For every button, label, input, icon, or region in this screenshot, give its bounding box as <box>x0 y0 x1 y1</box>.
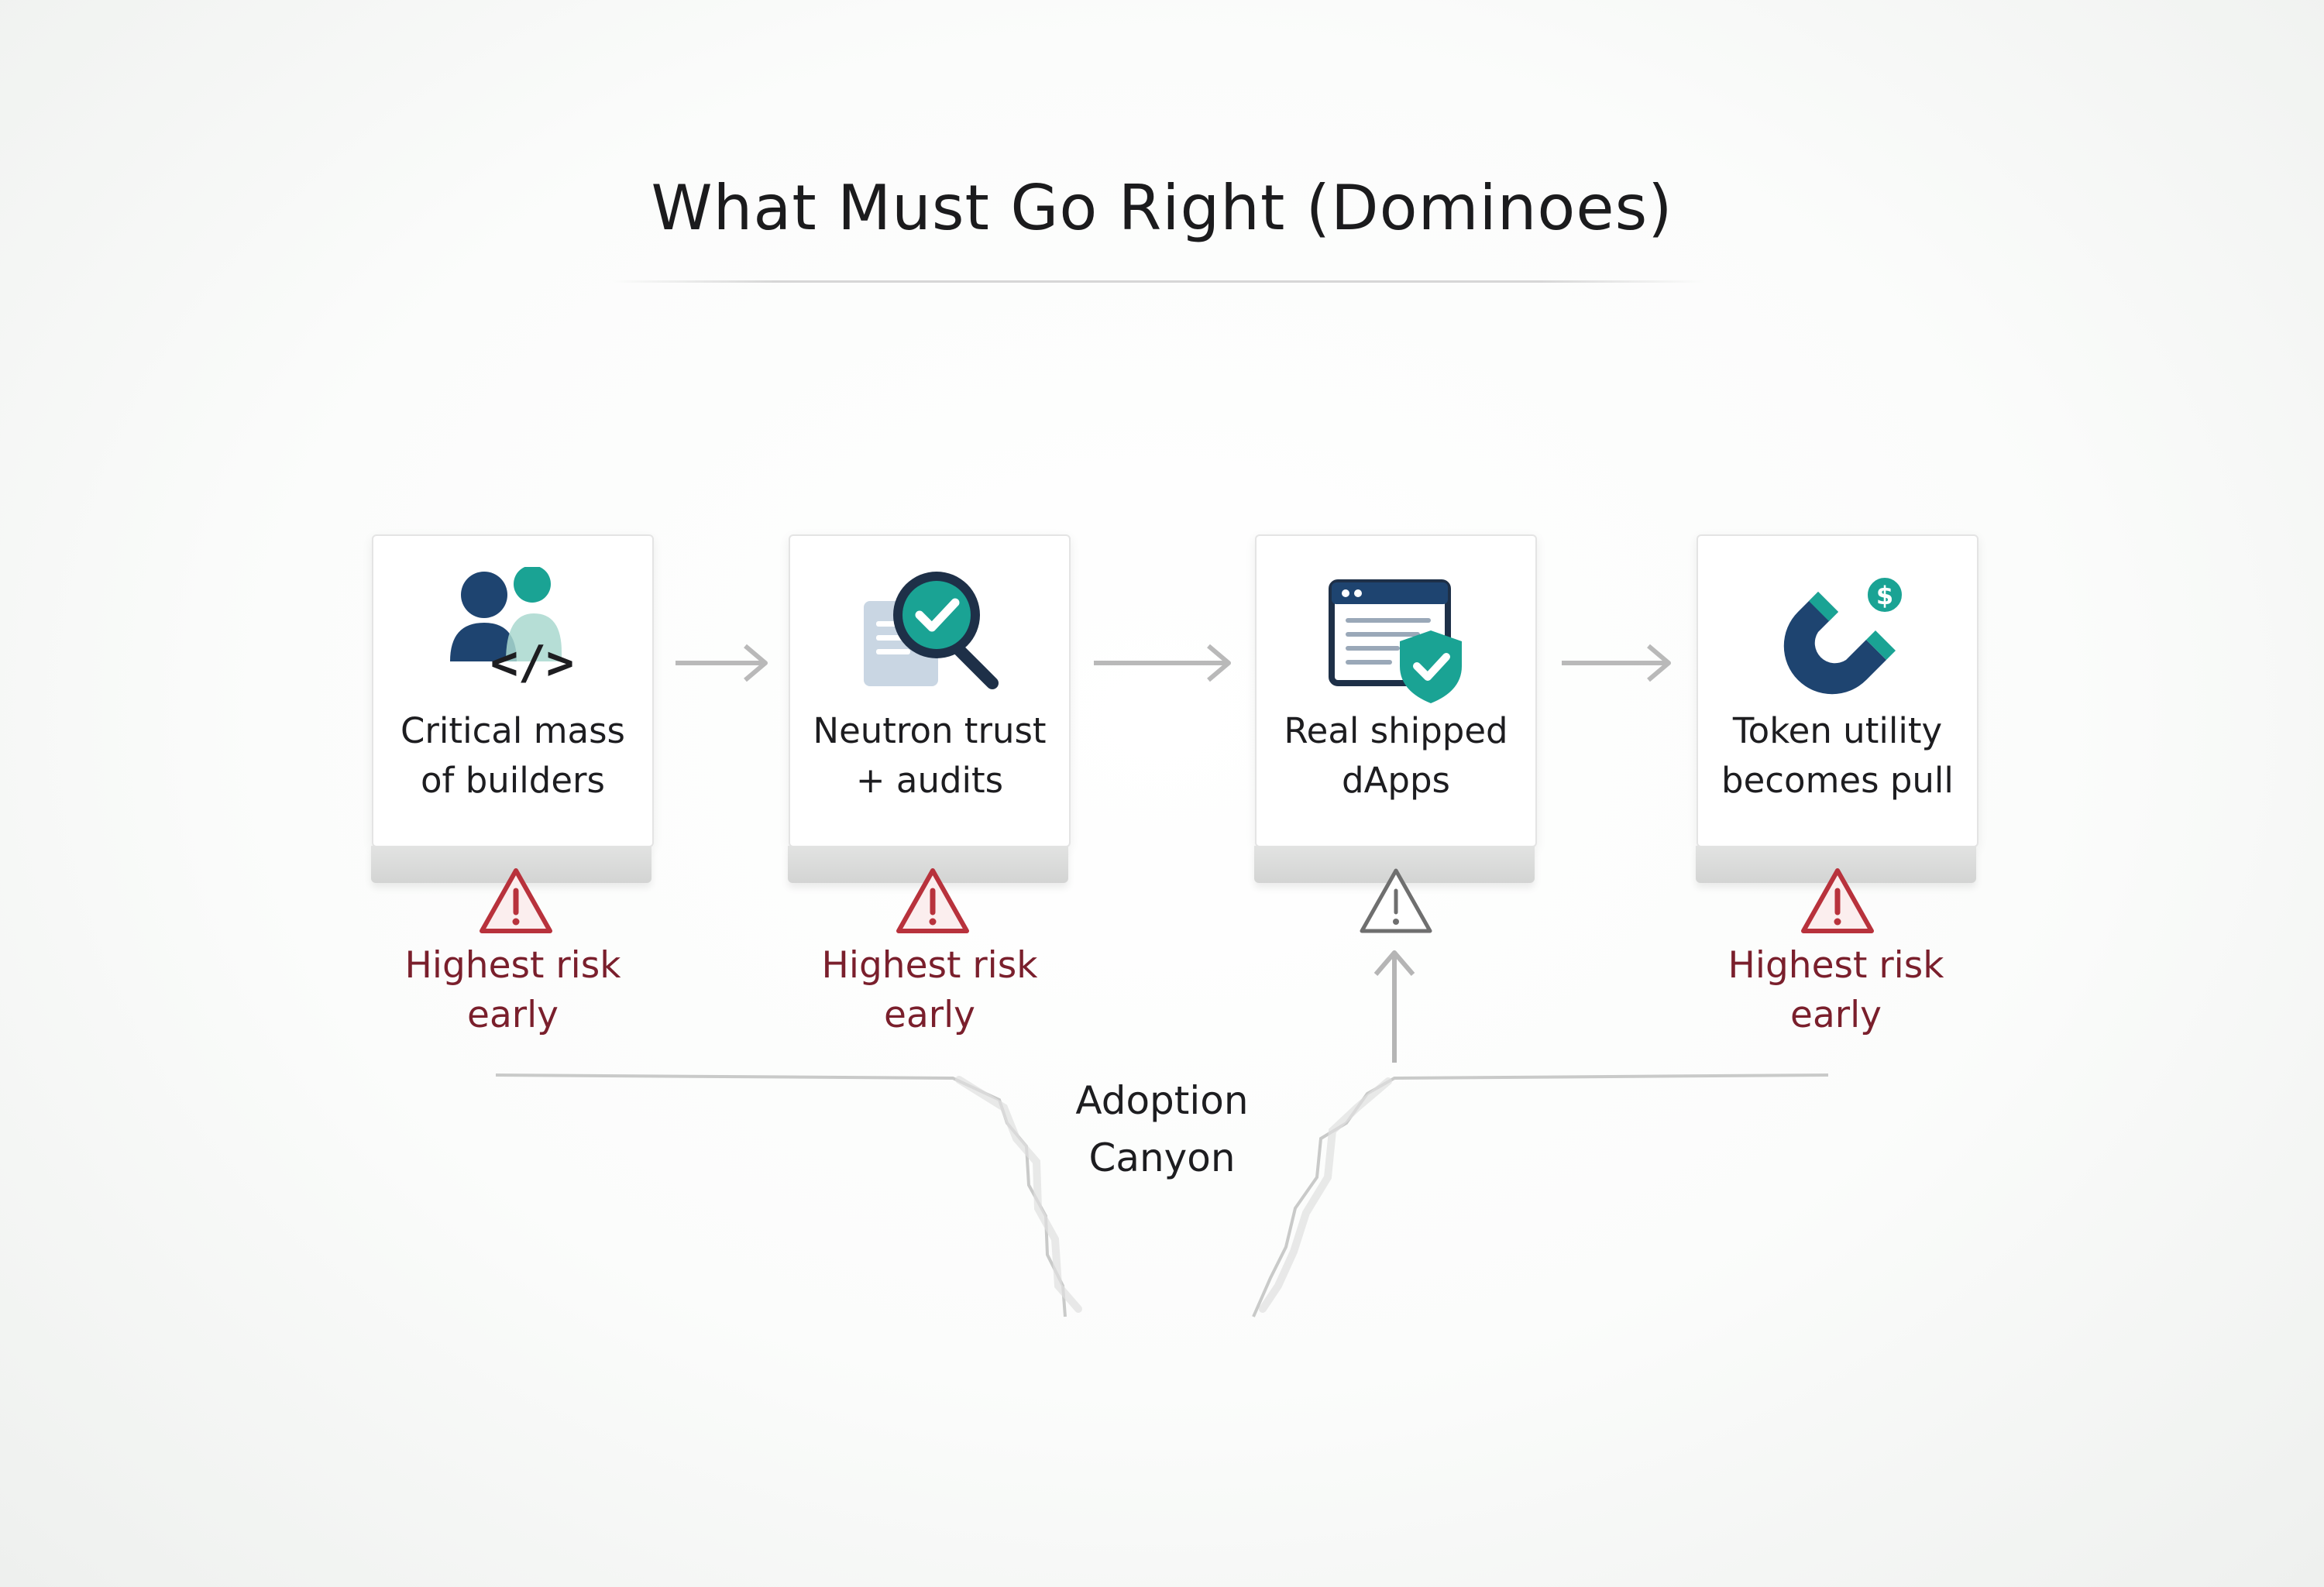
flow-arrow <box>676 644 768 682</box>
canyon-label: Adoption Canyon <box>1075 1078 1249 1180</box>
svg-text:$: $ <box>1876 581 1893 610</box>
step-card-builders: </> Critical mass of builders <box>372 534 654 847</box>
step-card-dapps: Real shipped dApps <box>1255 534 1537 847</box>
warning-icon <box>1801 868 1874 933</box>
warning-icon <box>480 868 552 933</box>
risk-label: Highest risk early <box>1728 944 1944 1036</box>
warning-icon <box>896 868 969 933</box>
step-label: Real shipped dApps <box>1284 710 1508 801</box>
title-divider <box>612 280 1704 283</box>
flow-arrow <box>1094 644 1231 682</box>
app-window-shield-icon <box>1329 579 1462 703</box>
flow-arrow <box>1562 644 1671 682</box>
step-label: Critical mass of builders <box>401 710 625 801</box>
risk-label: Highest risk early <box>821 944 1038 1036</box>
step-label: Neutron trust + audits <box>813 710 1047 801</box>
svg-text:</>: </> <box>490 636 574 690</box>
step-card-audits: Neutron trust + audits <box>789 534 1071 847</box>
magnet-token-icon: $ <box>1783 575 1905 695</box>
page-title: What Must Go Right (Dominoes) <box>651 172 1673 244</box>
warning-icon-neutral <box>1360 868 1432 933</box>
document-search-check-icon <box>864 572 999 689</box>
builders-code-icon: </> <box>450 567 574 690</box>
step-label: Token utility becomes pull <box>1721 710 1954 801</box>
risk-label: Highest risk early <box>404 944 621 1036</box>
step-card-token: $ Token utility becomes pull <box>1697 534 1978 847</box>
